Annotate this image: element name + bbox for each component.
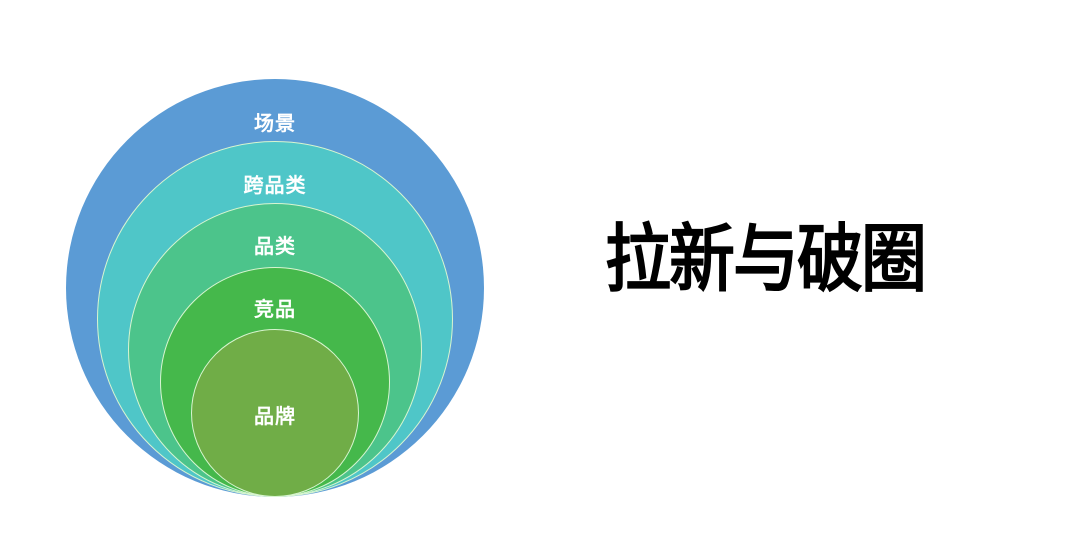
nested-circle-diagram: 场景 跨品类 品类 竞品 品牌 [66, 79, 484, 497]
ring-label-brand: 品牌 [254, 404, 296, 428]
ring-label-cross-category: 跨品类 [243, 173, 307, 197]
ring-brand [191, 329, 359, 497]
ring-label-category: 品类 [254, 234, 296, 258]
page-title: 拉新与破圈 [605, 215, 927, 303]
ring-label-competitor: 竞品 [254, 297, 296, 321]
ring-label-scene: 场景 [254, 111, 296, 135]
